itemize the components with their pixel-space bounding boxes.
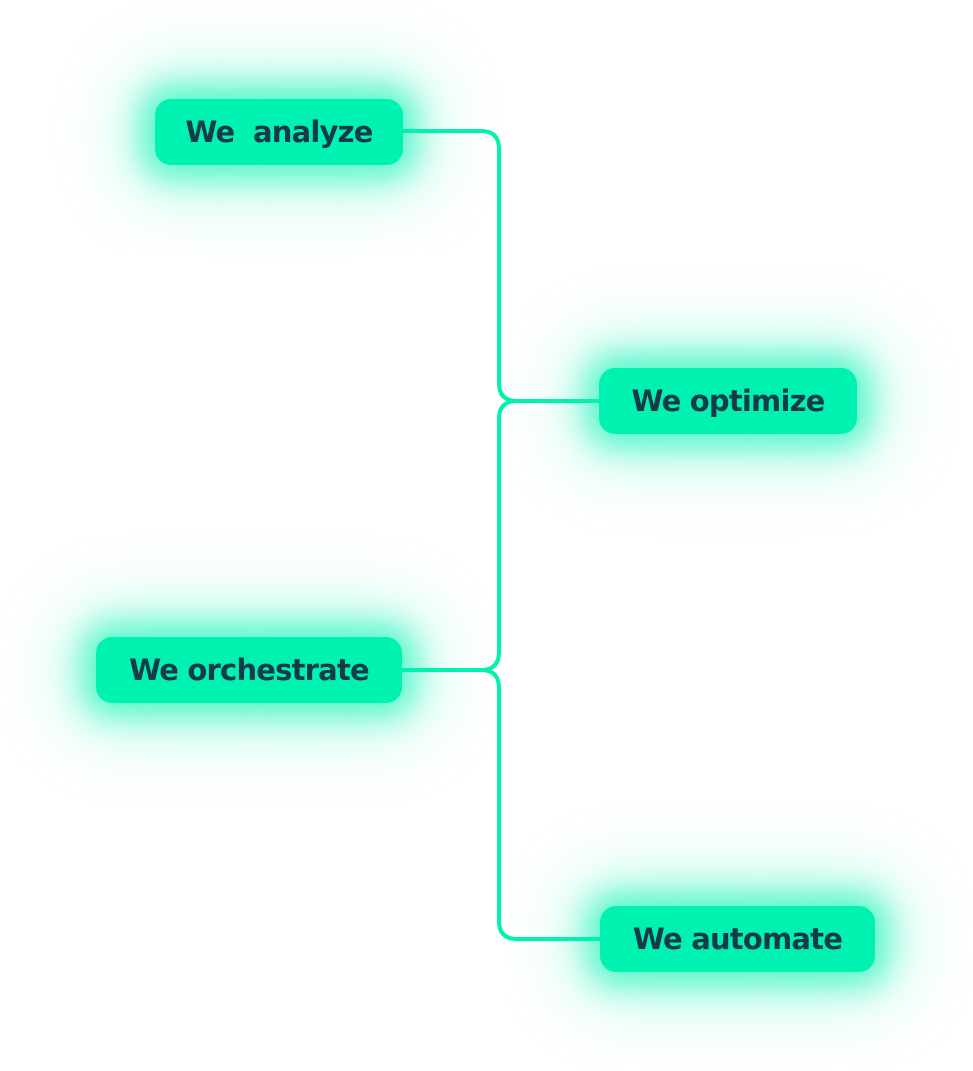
- node-label-we-orchestrate: We orchestrate: [129, 653, 370, 687]
- node-label-we-optimize: We optimize: [631, 384, 825, 418]
- node-we-analyze: We analyze: [155, 99, 403, 165]
- connector-analyze-optimize: [401, 129, 601, 403]
- connector-optimize-orchestrate: [400, 399, 601, 672]
- node-we-automate: We automate: [600, 906, 875, 972]
- node-we-optimize: We optimize: [599, 368, 857, 434]
- node-label-we-automate: We automate: [632, 922, 843, 956]
- node-we-orchestrate: We orchestrate: [96, 637, 402, 703]
- connector-orchestrate-automate: [400, 668, 602, 941]
- node-label-we-analyze: We analyze: [185, 115, 373, 149]
